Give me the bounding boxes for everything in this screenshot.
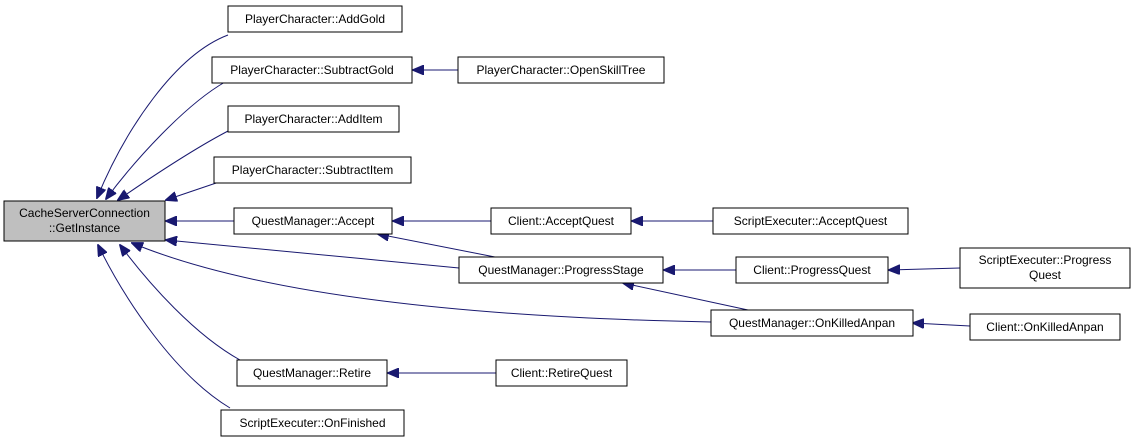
- nodes: CacheServerConnection ::GetInstance Play…: [3, 5, 1131, 437]
- node-client-progressquest[interactable]: Client::ProgressQuest: [735, 256, 889, 284]
- node-playercharacter-subtractitem[interactable]: PlayerCharacter::SubtractItem: [213, 156, 412, 184]
- edge-qm-onkilledanpan-to-qm-progressstage: [623, 283, 749, 311]
- node-questmanager-retire[interactable]: QuestManager::Retire: [236, 359, 388, 387]
- edge-qm-onkilledanpan-to-getinstance: [132, 243, 712, 323]
- node-questmanager-accept[interactable]: QuestManager::Accept: [233, 207, 393, 235]
- node-label-line1: ScriptExecuter::Progress: [979, 253, 1112, 267]
- edge-client-onkilledanpan-to-qm-onkilledanpan: [913, 323, 971, 326]
- node-label: QuestManager::OnKilledAnpan: [729, 316, 895, 330]
- node-client-acceptquest[interactable]: Client::AcceptQuest: [490, 207, 632, 235]
- node-label-line1: CacheServerConnection: [19, 206, 150, 220]
- node-label: Client::OnKilledAnpan: [986, 320, 1103, 334]
- edge-additem-to-getinstance: [118, 129, 231, 200]
- node-client-retirequest[interactable]: Client::RetireQuest: [495, 359, 628, 387]
- edge-subtractgold-to-getinstance: [106, 81, 226, 199]
- edge-qm-progressstage-to-qm-accept: [378, 234, 501, 259]
- node-cacheserverconnection-getinstance[interactable]: CacheServerConnection ::GetInstance: [3, 200, 166, 242]
- node-label: QuestManager::Accept: [252, 214, 375, 228]
- node-client-onkilledanpan[interactable]: Client::OnKilledAnpan: [969, 313, 1121, 341]
- edge-qm-retire-to-getinstance: [120, 245, 241, 361]
- node-playercharacter-subtractgold[interactable]: PlayerCharacter::SubtractGold: [211, 56, 413, 84]
- edge-addgold-to-getinstance: [97, 34, 229, 198]
- node-scriptexecuter-progressquest[interactable]: ScriptExecuter::Progress Quest: [959, 247, 1131, 289]
- edge-onfinished-to-getinstance: [98, 245, 231, 409]
- node-label: ScriptExecuter::OnFinished: [239, 416, 385, 430]
- node-questmanager-progressstage[interactable]: QuestManager::ProgressStage: [458, 256, 664, 284]
- node-label: Client::RetireQuest: [511, 366, 613, 380]
- node-label: PlayerCharacter::AddGold: [245, 12, 385, 26]
- node-scriptexecuter-onfinished[interactable]: ScriptExecuter::OnFinished: [220, 409, 405, 437]
- node-playercharacter-openskilltree[interactable]: PlayerCharacter::OpenSkillTree: [457, 56, 665, 84]
- node-label: QuestManager::Retire: [253, 366, 371, 380]
- node-label: PlayerCharacter::AddItem: [244, 112, 382, 126]
- node-label-line2: Quest: [1029, 268, 1062, 282]
- node-label-line2: ::GetInstance: [49, 221, 121, 235]
- node-questmanager-onkilledanpan[interactable]: QuestManager::OnKilledAnpan: [710, 309, 914, 337]
- node-label: PlayerCharacter::OpenSkillTree: [477, 63, 646, 77]
- node-playercharacter-additem[interactable]: PlayerCharacter::AddItem: [227, 105, 400, 133]
- node-playercharacter-addgold[interactable]: PlayerCharacter::AddGold: [227, 5, 403, 33]
- edge-qm-progressstage-to-getinstance: [166, 240, 460, 269]
- edges: [97, 34, 971, 409]
- edge-se-progressquest-to-client-progressquest: [889, 268, 961, 270]
- node-label: ScriptExecuter::AcceptQuest: [734, 214, 888, 228]
- node-label: PlayerCharacter::SubtractGold: [230, 63, 393, 77]
- node-label: Client::ProgressQuest: [753, 263, 871, 277]
- node-label: PlayerCharacter::SubtractItem: [232, 163, 393, 177]
- node-label: QuestManager::ProgressStage: [478, 263, 644, 277]
- node-label: Client::AcceptQuest: [508, 214, 615, 228]
- node-scriptexecuter-acceptquest[interactable]: ScriptExecuter::AcceptQuest: [712, 207, 909, 235]
